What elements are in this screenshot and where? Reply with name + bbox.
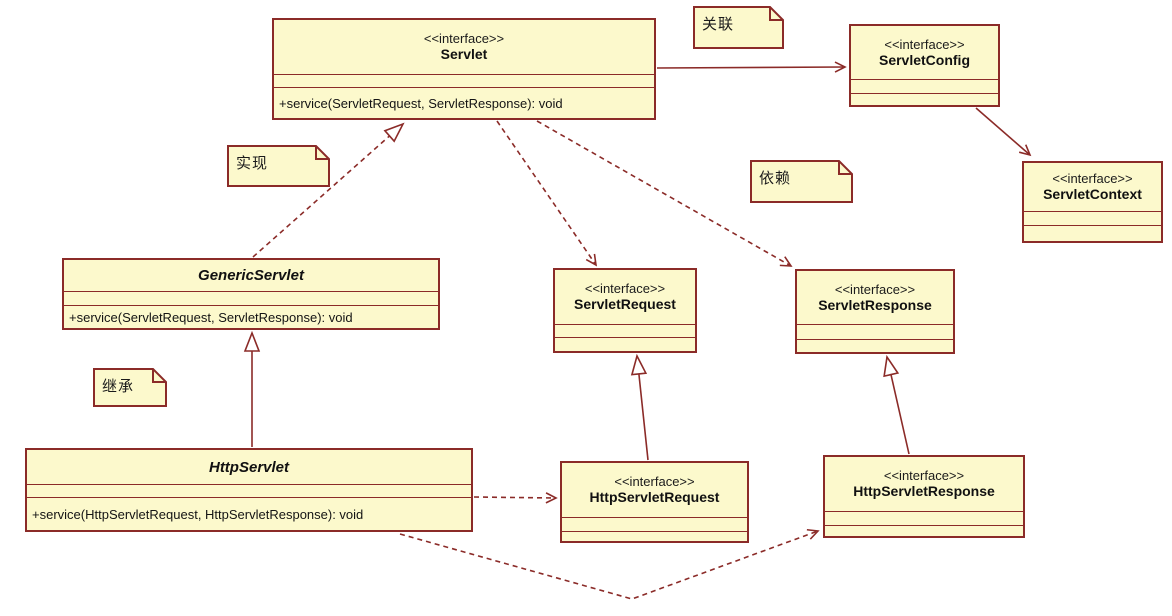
class-box-servletrequest: <<interface>>ServletRequest — [553, 268, 697, 353]
edge-generalization-httpservletresponse-servletresponse — [887, 357, 910, 455]
operations-compartment — [1024, 225, 1161, 241]
class-name: ServletResponse — [818, 296, 932, 313]
class-box-servletconfig: <<interface>>ServletConfig — [849, 24, 1000, 107]
note-label: 依赖 — [759, 170, 792, 187]
edge-association-servlet-servletconfig — [656, 61, 847, 73]
attributes-compartment — [1024, 211, 1161, 225]
edge-association-servletconfig-servletcontext — [975, 107, 1032, 157]
attributes-compartment — [825, 511, 1023, 525]
class-header-servletrequest: <<interface>>ServletRequest — [555, 270, 695, 324]
edge-dependency-servlet-servletrequest — [496, 120, 598, 267]
class-header-servletcontext: <<interface>>ServletContext — [1024, 163, 1161, 211]
stereotype-label: <<interface>> — [834, 281, 916, 297]
note-shape — [227, 145, 330, 187]
note-shape — [750, 160, 853, 203]
class-box-httpservlet: HttpServlet +service(HttpServletRequest, … — [25, 448, 473, 532]
operations-compartment — [555, 337, 695, 351]
operations-compartment: +service(ServletRequest, ServletResponse… — [64, 305, 438, 328]
edge-dependency-servlet-servletresponse — [536, 120, 793, 267]
edge-dependency-httpservlet-httpservletrequest — [473, 492, 558, 504]
class-name: HttpServlet — [208, 458, 290, 476]
class-name: HttpServletRequest — [589, 489, 720, 505]
note-label: 关联 — [702, 16, 735, 33]
class-box-servletresponse: <<interface>>ServletResponse — [795, 269, 955, 354]
class-name: Servlet — [440, 46, 488, 62]
stereotype-label: <<interface>> — [883, 468, 965, 483]
stereotype-label: <<interface>> — [423, 31, 505, 46]
stereotype-label: <<interface>> — [584, 281, 666, 296]
operations-compartment — [825, 525, 1023, 536]
class-name: GenericServlet — [198, 267, 304, 284]
class-header-servletresponse: <<interface>>ServletResponse — [797, 271, 953, 324]
operations-compartment: +service(ServletRequest, ServletResponse… — [274, 87, 654, 118]
operations-compartment — [851, 93, 998, 105]
attributes-compartment — [274, 74, 654, 87]
attributes-compartment — [851, 79, 998, 93]
class-header-servletconfig: <<interface>>ServletConfig — [851, 26, 998, 79]
class-header-httpservletrequest: <<interface>>HttpServletRequest — [562, 463, 747, 517]
class-header-servlet: <<interface>>Servlet — [274, 20, 654, 74]
attributes-compartment — [555, 324, 695, 337]
class-header-httpservlet: HttpServlet — [27, 450, 471, 484]
note-shape — [93, 368, 167, 407]
edge-realization-genericservlet-servlet — [252, 124, 403, 258]
stereotype-label: <<interface>> — [1052, 171, 1133, 186]
class-box-httpservletrequest: <<interface>>HttpServletRequest — [560, 461, 749, 543]
class-name: ServletContext — [1043, 186, 1142, 202]
operations-compartment — [562, 531, 747, 541]
class-name: HttpServletResponse — [853, 483, 995, 499]
class-box-genericservlet: GenericServlet +service(ServletRequest, S… — [62, 258, 440, 330]
attributes-compartment — [64, 291, 438, 305]
class-name: ServletConfig — [878, 51, 970, 68]
attributes-compartment — [797, 324, 953, 339]
dependency-note: 依赖 — [750, 160, 853, 203]
attributes-compartment — [562, 517, 747, 531]
class-header-genericservlet: GenericServlet — [64, 260, 438, 291]
operations-compartment — [797, 339, 953, 352]
association-note: 关联 — [693, 6, 784, 49]
attributes-compartment — [27, 484, 471, 497]
realization-note: 实现 — [227, 145, 330, 187]
class-box-httpservletresponse: <<interface>>HttpServletResponse — [823, 455, 1025, 538]
class-header-httpservletresponse: <<interface>>HttpServletResponse — [825, 457, 1023, 511]
class-box-servlet: <<interface>>Servlet +service(ServletRequ… — [272, 18, 656, 120]
note-label: 继承 — [102, 378, 135, 395]
class-box-servletcontext: <<interface>>ServletContext — [1022, 161, 1163, 243]
edge-generalization-httpservletrequest-servletrequest — [637, 356, 649, 461]
note-label: 实现 — [236, 155, 269, 172]
note-shape — [693, 6, 784, 49]
stereotype-label: <<interface>> — [614, 474, 695, 489]
edge-dependency-httpservlet-httpservletresponse — [399, 528, 820, 600]
inheritance-note: 继承 — [93, 368, 167, 407]
stereotype-label: <<interface>> — [884, 36, 965, 52]
class-name: ServletRequest — [574, 296, 676, 312]
operations-compartment: +service(HttpServletRequest, HttpServlet… — [27, 497, 471, 530]
